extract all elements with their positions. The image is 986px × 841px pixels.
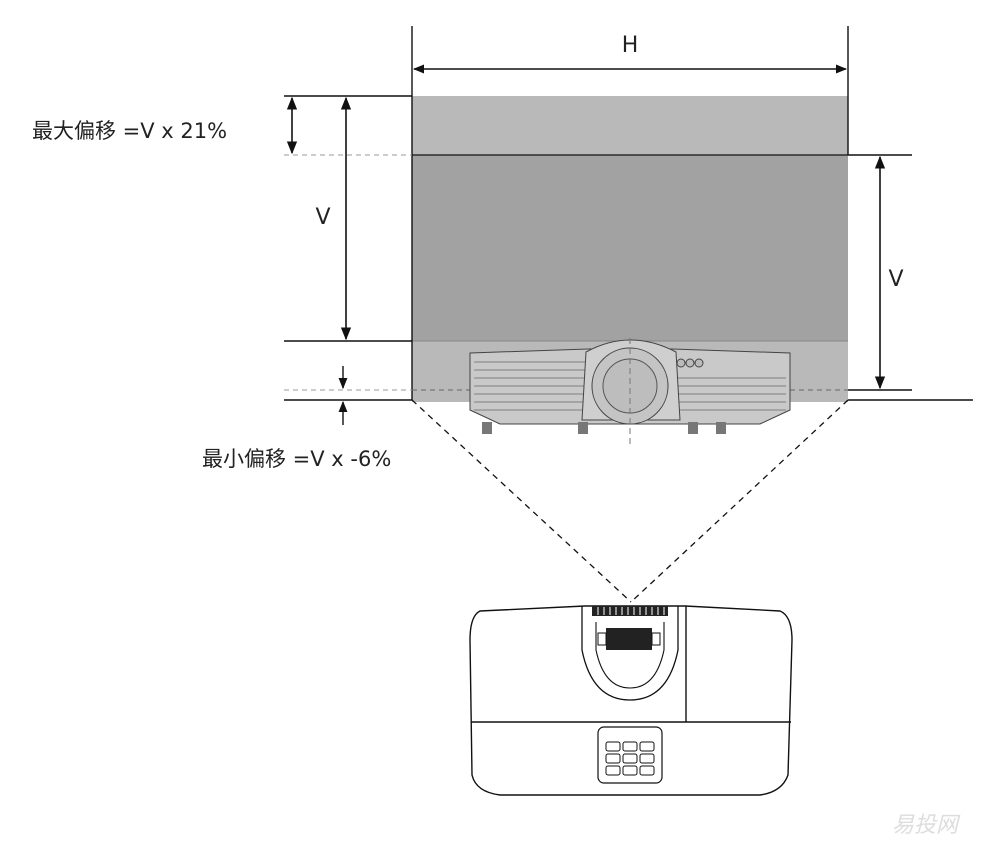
watermark: 易投网 xyxy=(892,813,961,838)
left-dimension-lines xyxy=(284,95,412,425)
min-offset-label: 最小偏移 =V x -6% xyxy=(202,447,391,471)
max-offset-label: 最大偏移 =V x 21% xyxy=(32,119,227,143)
left-height-label: V xyxy=(315,205,330,230)
projector-front-view xyxy=(469,338,791,448)
right-height-label: V xyxy=(888,267,903,292)
projection-cone xyxy=(411,399,849,603)
width-dimension xyxy=(411,26,849,400)
right-dimension-lines xyxy=(848,154,973,401)
width-label: H xyxy=(622,33,639,58)
projector-top-view xyxy=(469,605,793,796)
screen-image-area xyxy=(412,155,848,341)
